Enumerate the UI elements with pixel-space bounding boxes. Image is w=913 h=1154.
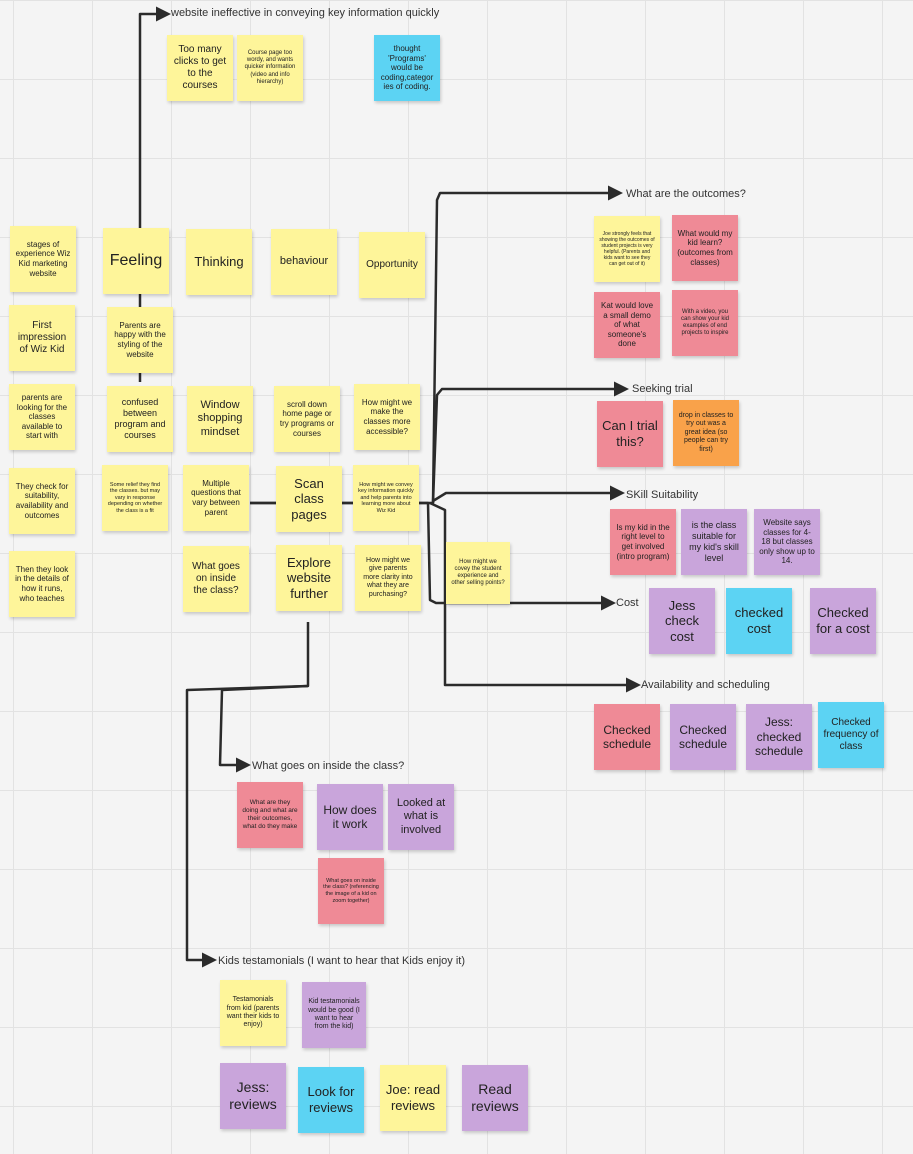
label-outcomes: What are the outcomes? <box>626 188 746 200</box>
note-checked-schedule-purple[interactable]: Checked schedule <box>670 704 736 770</box>
note-drop-in[interactable]: drop in classes to try out was a great i… <box>673 400 739 466</box>
arrow-skill-suitability <box>432 485 625 503</box>
note-joe-reviews[interactable]: Joe: read reviews <box>380 1065 446 1131</box>
note-behaviour-header[interactable]: behaviour <box>271 229 337 295</box>
note-too-many-clicks[interactable]: Too many clicks to get to the courses <box>167 35 233 101</box>
label-website-ineffective: website ineffective in conveying key inf… <box>171 7 440 19</box>
note-what-goes-inside[interactable]: What goes on inside the class? <box>183 546 249 612</box>
note-multiple-questions[interactable]: Multiple questions that vary between par… <box>183 465 249 531</box>
note-website-says[interactable]: Website says classes for 4-18 but classe… <box>754 509 820 575</box>
label-availability: Availability and scheduling <box>641 679 770 691</box>
note-stages-header[interactable]: stages of experience Wiz Kid marketing w… <box>10 226 76 292</box>
label-kids-testimonials: Kids testamonials (I want to hear that K… <box>218 955 466 967</box>
note-with-video[interactable]: With a video, you can show your kid exam… <box>672 290 738 356</box>
note-jess-cost[interactable]: Jess check cost <box>649 588 715 654</box>
note-how-might-student[interactable]: How might we covey the student experienc… <box>446 542 510 604</box>
note-checked-frequency[interactable]: Checked frequency of class <box>818 702 884 768</box>
note-checked-for-cost[interactable]: Checked for a cost <box>810 588 876 654</box>
note-how-might-accessible[interactable]: How might we make the classes more acces… <box>354 384 420 450</box>
note-how-works[interactable]: How does it work <box>317 784 383 850</box>
note-look-reviews[interactable]: Look for reviews <box>298 1067 364 1133</box>
note-check-suitability[interactable]: They check for suitability, availability… <box>9 468 75 534</box>
note-kat-demo[interactable]: Kat would love a small demo of what some… <box>594 292 660 358</box>
note-jess-schedule[interactable]: Jess: checked schedule <box>746 704 812 770</box>
note-testimonials-kid[interactable]: Testamonials from kid (parents want thei… <box>220 980 286 1046</box>
note-checked-schedule-pink[interactable]: Checked schedule <box>594 704 660 770</box>
arrow-inside-class <box>218 622 310 773</box>
label-skill-suitability: SKill Suitability <box>626 489 699 501</box>
note-how-might-clarity[interactable]: How might we give parents more clarity i… <box>355 545 421 611</box>
note-what-doing[interactable]: What are they doing and what are their o… <box>237 782 303 848</box>
note-jess-reviews[interactable]: Jess: reviews <box>220 1063 286 1129</box>
note-confused[interactable]: confused between program and courses <box>107 386 173 452</box>
note-thinking-header[interactable]: Thinking <box>186 229 252 295</box>
note-scroll-down[interactable]: scroll down home page or try programs or… <box>274 386 340 452</box>
note-right-level[interactable]: Is my kid in the right level to get invo… <box>610 509 676 575</box>
note-parents-happy[interactable]: Parents are happy with the styling of th… <box>107 307 173 373</box>
label-inside-class: What goes on inside the class? <box>252 760 405 772</box>
note-what-kid-learn[interactable]: What would my kid learn? (outcomes from … <box>672 215 738 281</box>
note-what-goes-zoom[interactable]: What goes on inside the class? (referenc… <box>318 858 384 924</box>
note-scan-class[interactable]: Scan class pages <box>276 466 342 532</box>
note-window-shopping[interactable]: Window shopping mindset <box>187 386 253 452</box>
note-course-page-wordy[interactable]: Course page too wordy, and wants quicker… <box>237 35 303 101</box>
note-opportunity-header[interactable]: Opportunity <box>359 232 425 298</box>
label-seeking-trial: Seeking trial <box>632 383 693 395</box>
note-read-reviews[interactable]: Read reviews <box>462 1065 528 1131</box>
note-looked-involved[interactable]: Looked at what is involved <box>388 784 454 850</box>
label-cost: Cost <box>616 597 639 609</box>
note-parents-looking[interactable]: parents are looking for the classes avai… <box>9 384 75 450</box>
note-thought-programs[interactable]: thought 'Programs' would be coding,categ… <box>374 35 440 101</box>
note-feeling-header[interactable]: Feeling <box>103 228 169 294</box>
note-then-details[interactable]: Then they look in the details of how it … <box>9 551 75 617</box>
note-can-trial[interactable]: Can I trial this? <box>597 401 663 467</box>
note-kid-testimonials-good[interactable]: Kid testamonials would be good (I want t… <box>302 982 366 1048</box>
note-suitable-skill[interactable]: is the class suitable for my kid's skill… <box>681 509 747 575</box>
note-checked-cost[interactable]: checked cost <box>726 588 792 654</box>
note-first-impression[interactable]: First impression of Wiz Kid <box>9 305 75 371</box>
note-some-relief[interactable]: Some relief they find the classes. but m… <box>102 465 168 531</box>
note-how-might-convey[interactable]: How might we convey key information quic… <box>353 465 419 531</box>
note-joe-outcomes[interactable]: Joe strongly feels that showing the outc… <box>594 216 660 282</box>
note-explore-further[interactable]: Explore website further <box>276 545 342 611</box>
